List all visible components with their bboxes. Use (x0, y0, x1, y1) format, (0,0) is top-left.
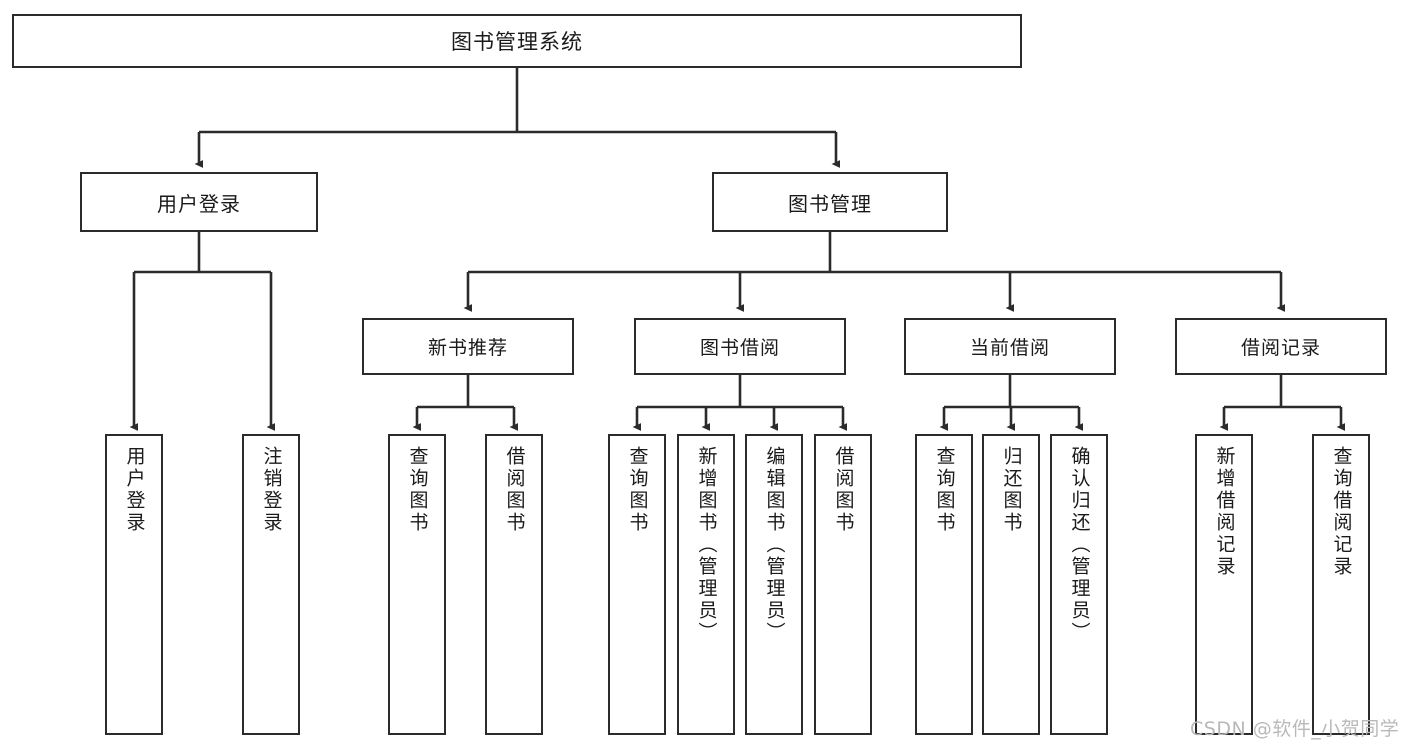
node-label: 新增借阅记录 (1213, 446, 1236, 578)
node-root-system[interactable]: 图书管理系统 (12, 14, 1022, 68)
node-book-borrow[interactable]: 图书借阅 (634, 318, 846, 375)
node-user-login[interactable]: 用户登录 (80, 172, 318, 232)
leaf-current-borrow-query[interactable]: 查询图书 (915, 434, 973, 735)
node-label: 查询图书 (406, 446, 429, 534)
node-current-borrow[interactable]: 当前借阅 (904, 318, 1116, 375)
node-label: 用户登录 (157, 191, 241, 216)
leaf-book-borrow-add[interactable]: 新增图书（管理员） (677, 434, 735, 735)
leaf-book-borrow-query[interactable]: 查询图书 (608, 434, 666, 735)
node-label: 借阅记录 (1240, 337, 1321, 359)
leaf-current-borrow-return[interactable]: 归还图书 (982, 434, 1040, 735)
leaf-borrow-record-query[interactable]: 查询借阅记录 (1312, 434, 1370, 735)
node-label: 借阅图书 (832, 446, 855, 534)
node-new-book-recommend[interactable]: 新书推荐 (362, 318, 574, 375)
node-label: 当前借阅 (969, 337, 1050, 359)
leaf-borrow-record-add[interactable]: 新增借阅记录 (1195, 434, 1253, 735)
node-label: 图书管理 (788, 191, 872, 216)
node-label: 图书管理系统 (451, 30, 583, 54)
node-label: 归还图书 (1000, 446, 1023, 534)
leaf-book-borrow-borrow[interactable]: 借阅图书 (814, 434, 872, 735)
leaf-current-borrow-confirm-return[interactable]: 确认归还（管理员） (1050, 434, 1108, 735)
node-label: 查询借阅记录 (1330, 446, 1353, 578)
node-book-management[interactable]: 图书管理 (712, 172, 948, 232)
node-label: 确认归还（管理员） (1068, 446, 1091, 644)
node-label: 图书借阅 (699, 337, 780, 359)
node-label: 新增图书（管理员） (695, 446, 718, 644)
leaf-new-book-borrow[interactable]: 借阅图书 (485, 434, 543, 735)
node-label: 查询图书 (933, 446, 956, 534)
leaf-user-login-logout[interactable]: 注销登录 (242, 434, 300, 735)
leaf-book-borrow-edit[interactable]: 编辑图书（管理员） (745, 434, 803, 735)
leaf-new-book-query[interactable]: 查询图书 (388, 434, 446, 735)
node-label: 用户登录 (123, 446, 146, 534)
node-label: 新书推荐 (427, 337, 508, 359)
leaf-user-login-login[interactable]: 用户登录 (105, 434, 163, 735)
csdn-watermark: CSDN @软件_小贺同学 (1190, 718, 1400, 740)
node-label: 查询图书 (626, 446, 649, 534)
node-label: 注销登录 (260, 446, 283, 534)
node-label: 编辑图书（管理员） (763, 446, 786, 644)
node-borrow-record[interactable]: 借阅记录 (1175, 318, 1387, 375)
node-label: 借阅图书 (503, 446, 526, 534)
